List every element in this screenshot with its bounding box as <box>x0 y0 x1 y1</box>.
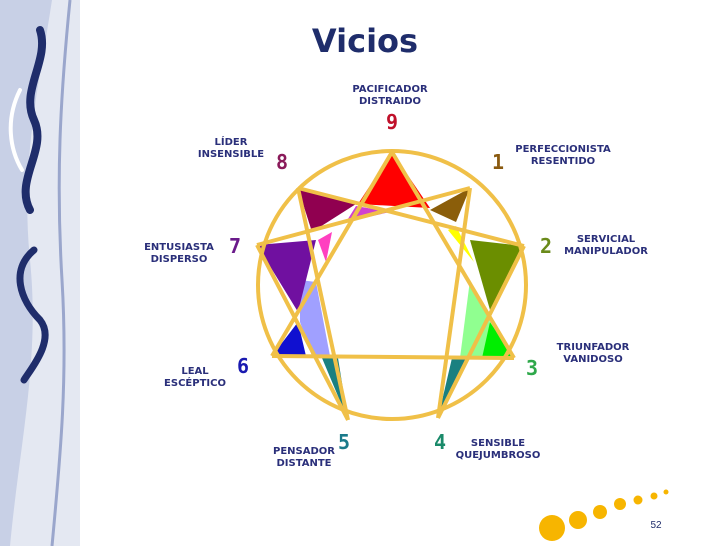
segment-light-green <box>460 280 490 358</box>
point-label-7: ENTUSIASTA DISPERSO <box>144 242 214 265</box>
point-label-8: LÍDER INSENSIBLE <box>197 137 265 160</box>
line-3-6 <box>271 354 515 360</box>
point-number-2: 2 <box>540 234 553 258</box>
point-label-3: TRIUNFADOR VANIDOSO <box>556 342 630 365</box>
point-number-6: 6 <box>237 354 250 378</box>
page-title: Vicios <box>311 22 419 60</box>
point-label-1: PERFECCIONISTA RESENTIDO <box>515 144 611 167</box>
point-number-7: 7 <box>229 234 242 258</box>
page-number: 52 <box>650 520 662 531</box>
point-label-9: PACIFICADOR DISTRAIDO <box>352 84 428 107</box>
line-4-2 <box>436 245 526 419</box>
segment-maroon-8 <box>298 188 356 232</box>
dots-decoration <box>539 489 669 541</box>
side-ribbon-decoration <box>0 0 80 546</box>
line-1-4 <box>436 187 472 419</box>
segment-brown-1 <box>430 188 470 222</box>
enneagram-circle <box>256 149 528 421</box>
point-number-9: 9 <box>386 110 399 134</box>
point-label-5: PENSADOR DISTANTE <box>273 446 335 469</box>
segment-olive-2 <box>470 240 524 310</box>
point-number-5: 5 <box>338 430 351 454</box>
point-number-1: 1 <box>492 150 505 174</box>
point-number-4: 4 <box>434 430 447 454</box>
segment-magenta <box>318 232 332 262</box>
line-9-3 <box>390 150 516 360</box>
segment-red-9 <box>358 152 430 208</box>
line-9-6 <box>270 150 394 358</box>
point-label-2: SERVICIAL MANIPULADOR <box>564 234 648 257</box>
segment-green-3 <box>482 322 514 358</box>
line-2-8 <box>297 186 525 248</box>
point-label-6: LEAL ESCÉPTICO <box>164 366 226 389</box>
line-5-7 <box>255 244 350 421</box>
point-label-4: SENSIBLE QUEJUMBROSO <box>455 438 541 461</box>
point-number-3: 3 <box>526 356 539 380</box>
segment-blue-6 <box>272 322 306 356</box>
segment-purple-7 <box>257 240 316 312</box>
line-7-1 <box>256 186 471 247</box>
line-8-5 <box>296 187 350 421</box>
point-number-8: 8 <box>276 150 289 174</box>
